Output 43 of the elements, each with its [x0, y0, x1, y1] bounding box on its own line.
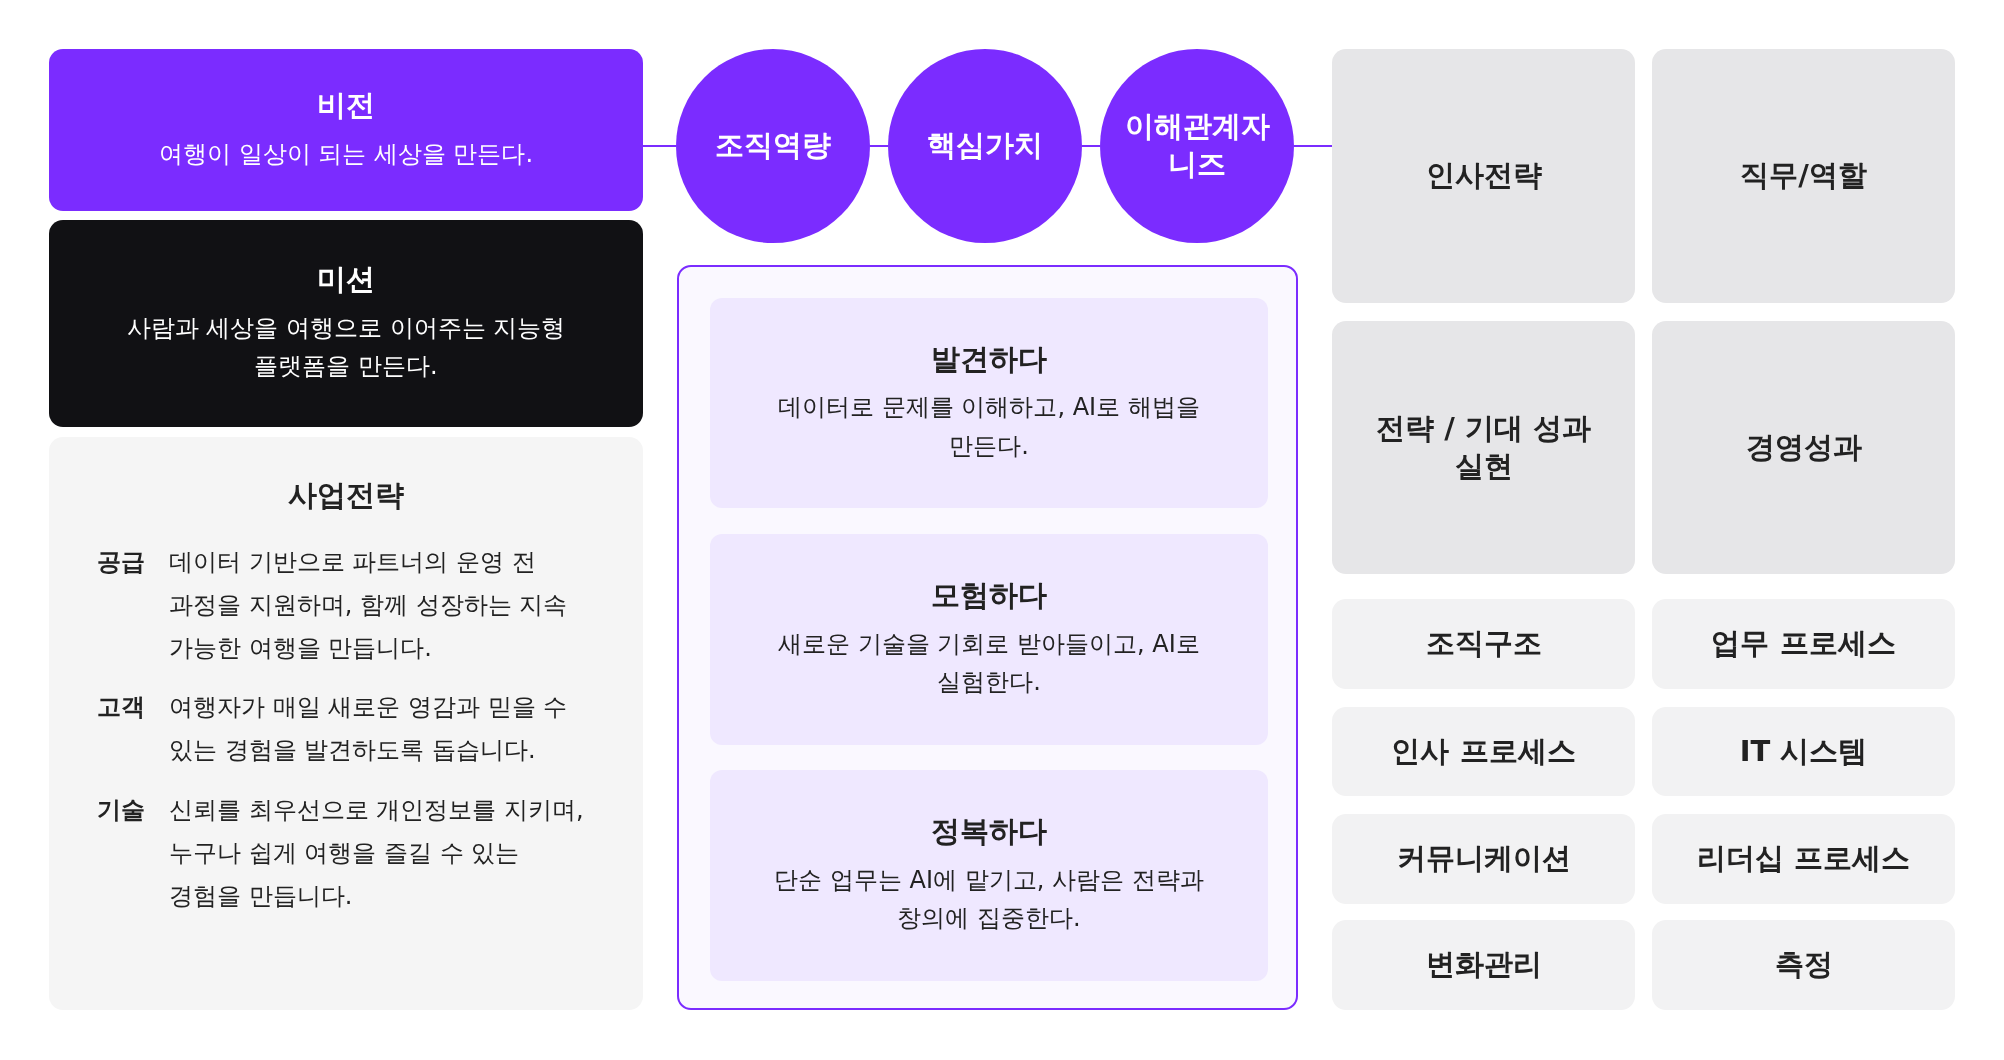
card-title: 비전: [316, 86, 376, 124]
card-title: 조직구조: [1424, 625, 1543, 663]
row-text: 데이터 기반으로 파트너의 운영 전 과정을 지원하며, 함께 성장하는 지속 가능한 여행을 만듭니다.: [169, 546, 569, 665]
card-title: 발견하다: [930, 340, 1048, 378]
circle-label: 조직역량: [714, 127, 832, 165]
circle-label: 이해관계자 니즈: [1123, 108, 1271, 183]
card-text: 새로운 기술을 기회로 받아들이고, AI로 실험한다.: [777, 628, 1201, 699]
row-text: 신뢰를 최우선으로 개인정보를 지키며, 누구나 쉽게 여행을 즐길 수 있는 경험을 만듭니다.: [169, 794, 585, 912]
card-title: 리더십 프로세스: [1695, 840, 1912, 878]
topic-card: [1332, 49, 1635, 303]
connector-line: [642, 145, 677, 147]
card-title: 업무 프로세스: [1710, 625, 1897, 663]
card-text: 사람과 세상을 여행으로 이어주는 지능형 플랫폼을 만든다.: [125, 312, 567, 383]
row-text: 여행자가 매일 새로운 영감과 믿을 수 있는 경험을 발견하도록 돕습니다.: [169, 692, 569, 767]
card-title: 인사 프로세스: [1390, 732, 1577, 770]
card-title: 커뮤니케이션: [1395, 840, 1572, 878]
card-text: 데이터로 문제를 이해하고, AI로 해법을 만든다.: [777, 392, 1201, 462]
card-title: 측정: [1773, 946, 1834, 984]
row-label: 공급: [97, 546, 146, 578]
card-title: 미션: [316, 261, 376, 299]
circle-label: 핵심가치: [926, 127, 1044, 165]
connector-line: [869, 145, 889, 147]
row-label: 기술: [97, 794, 146, 826]
card-title: 변화관리: [1424, 946, 1543, 984]
topic-card: [1652, 321, 1955, 574]
card-title: 사업전략: [288, 477, 404, 514]
card-title: 모험하다: [930, 577, 1048, 615]
topic-card: [1332, 321, 1635, 574]
card-text: 단순 업무는 AI에 맡기고, 사람은 전략과 창의에 집중한다.: [773, 864, 1205, 935]
card-title: 정복하다: [930, 813, 1048, 851]
topic-card: [1652, 49, 1955, 303]
card-title: 인사전략: [1424, 157, 1543, 195]
values-frame: [677, 265, 1298, 1010]
vision-card: [49, 49, 643, 211]
card-title: IT 시스템: [1738, 732, 1869, 770]
card-title: 경영성과: [1744, 428, 1863, 466]
card-title: 전략 / 기대 성과 실현: [1375, 409, 1592, 485]
connector-line: [1081, 145, 1101, 147]
mission-card: [49, 220, 643, 427]
row-label: 고객: [97, 692, 146, 724]
card-text: 여행이 일상이 되는 세상을 만든다.: [157, 138, 535, 170]
connector-line: [1293, 145, 1333, 147]
card-title: 직무/역할: [1739, 157, 1868, 195]
